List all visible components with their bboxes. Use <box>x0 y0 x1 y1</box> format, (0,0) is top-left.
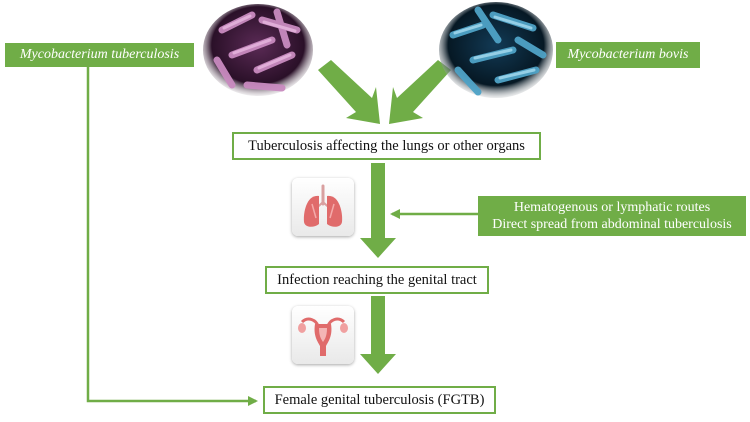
mycobacterium-tuberculosis-label: Mycobacterium tuberculosis <box>5 43 194 67</box>
down-arrow-1 <box>360 163 396 258</box>
routes-line-2: Direct spread from abdominal tuberculosi… <box>492 217 732 232</box>
left-connector-line <box>86 66 258 406</box>
bacteria-blue-image <box>439 2 553 98</box>
diagonal-arrow-left <box>318 60 380 124</box>
genital-tract-box: Infection reaching the genital tract <box>265 266 489 294</box>
down-arrow-2 <box>360 296 396 374</box>
lungs-icon <box>303 184 343 227</box>
lungs-icon-tile <box>292 178 354 236</box>
uterus-icon-tile <box>292 306 354 364</box>
fgtb-box: Female genital tuberculosis (FGTB) <box>263 386 496 414</box>
routes-label: Hematogenous or lymphatic routes Direct … <box>478 196 746 236</box>
routes-line-1: Hematogenous or lymphatic routes <box>513 200 711 215</box>
bacteria-purple-image <box>203 4 313 96</box>
mycobacterium-bovis-label: Mycobacterium bovis <box>556 42 700 68</box>
diagonal-arrow-right <box>389 60 451 124</box>
uterus-icon <box>298 317 348 356</box>
lungs-organs-box: Tuberculosis affecting the lungs or othe… <box>232 132 541 160</box>
